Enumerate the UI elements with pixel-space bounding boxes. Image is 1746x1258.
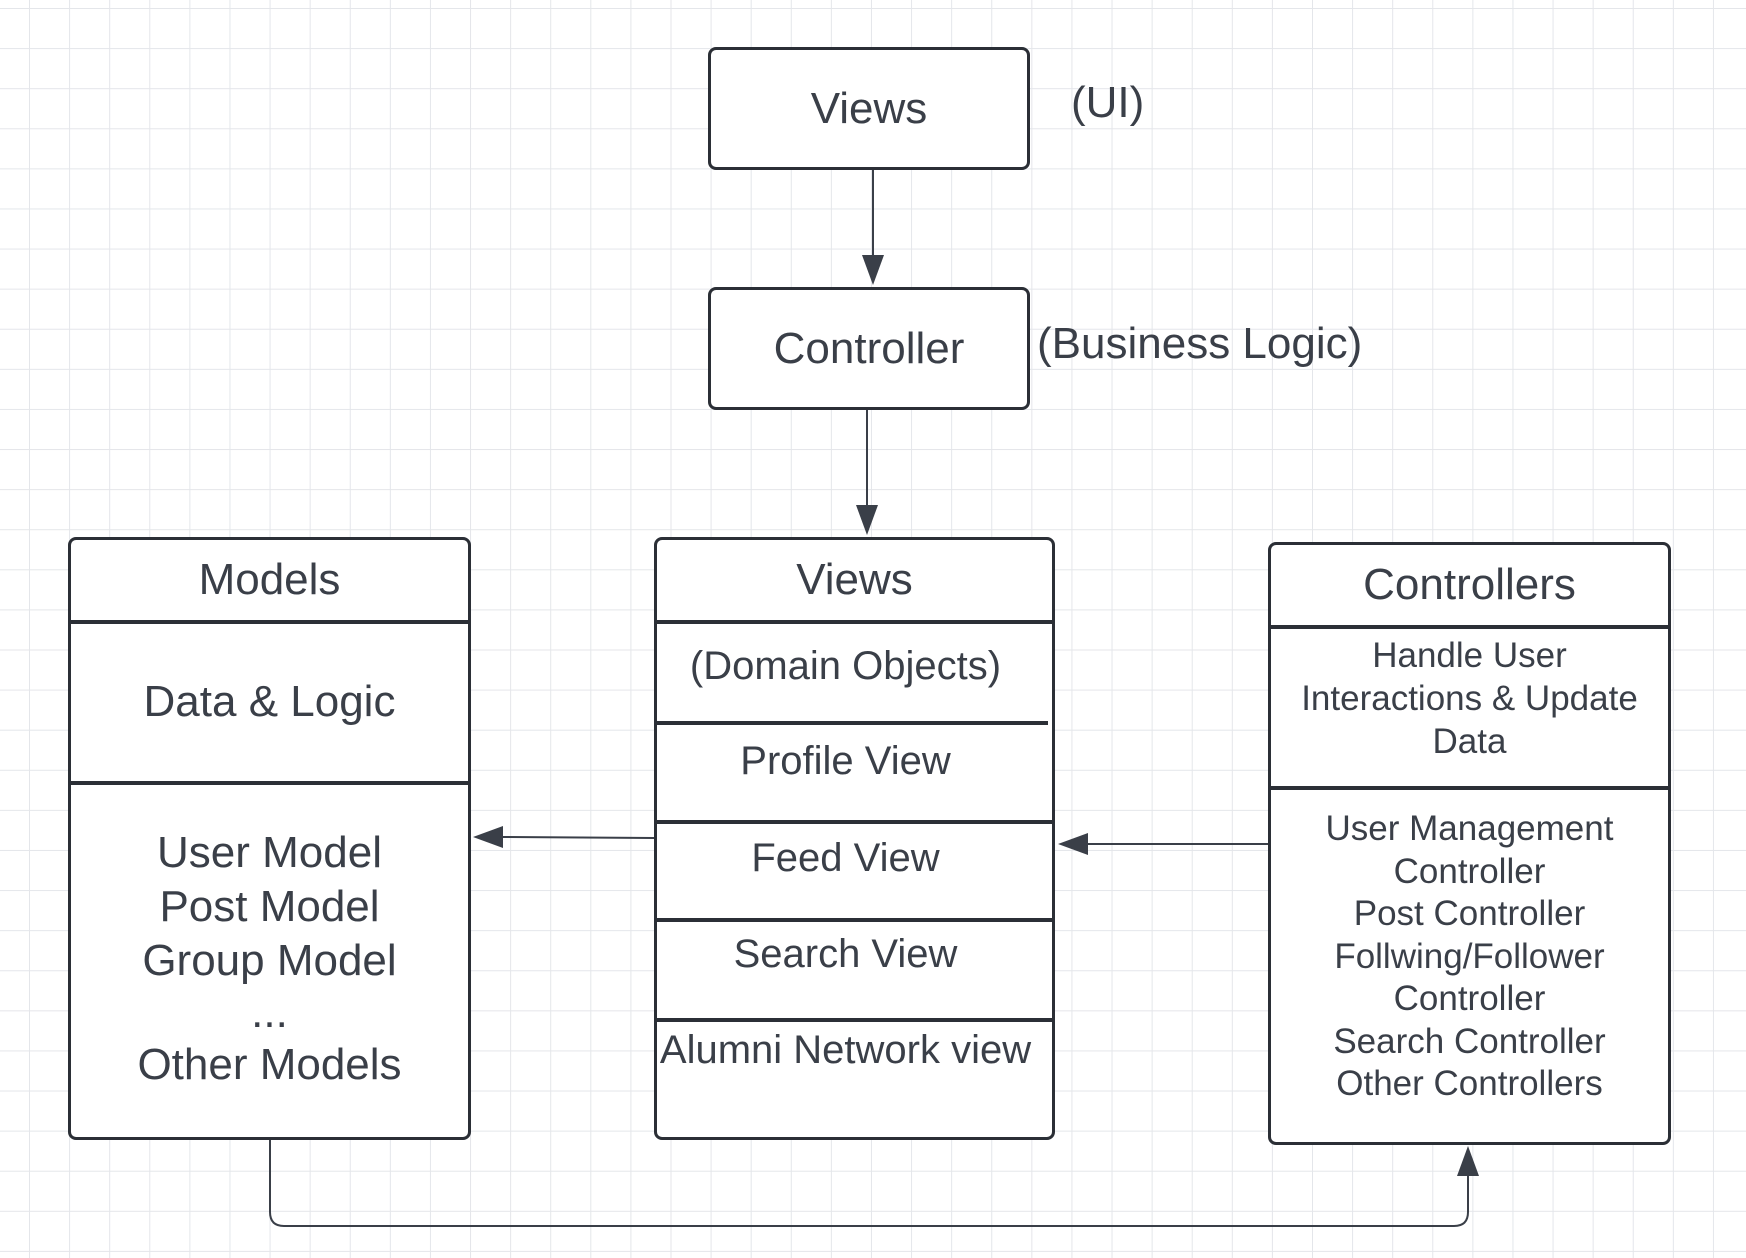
view-row-label: (Domain Objects) <box>689 644 1002 688</box>
divider <box>657 620 1052 624</box>
models-summary-text: Data & Logic <box>143 677 396 726</box>
controllers-summary-line: Data <box>1432 722 1507 761</box>
controllers-header-label: Controllers <box>1363 560 1576 609</box>
model-item: ... <box>251 988 288 1037</box>
views-row: Feed View <box>657 836 1034 881</box>
ui-note: (UI) <box>1071 78 1145 127</box>
view-row-label: Search View <box>733 932 958 976</box>
divider <box>657 721 1048 725</box>
view-row-label: Profile View <box>740 739 951 783</box>
arrowhead-down-views <box>856 505 878 535</box>
arrowhead-down-controller <box>862 255 884 285</box>
controller-item: Other Controllers <box>1336 1064 1603 1103</box>
business-logic-note: (Business Logic) <box>1037 319 1363 368</box>
arrow-models-to-controllers <box>269 1140 1469 1227</box>
views-header-label: Views <box>796 555 913 604</box>
controller-item: Post Controller <box>1353 894 1586 933</box>
controller-item: Search Controller <box>1333 1021 1606 1061</box>
models-header: Models <box>71 540 468 620</box>
model-item: Other Models <box>137 1040 402 1089</box>
arrowhead-left-views <box>1058 833 1088 855</box>
divider <box>71 620 468 624</box>
views-row: Alumni Network view <box>657 1028 1034 1073</box>
controllers-summary: Handle User Interactions & Update Data <box>1271 634 1668 763</box>
views-ui-label: Views <box>810 83 928 133</box>
models-summary: Data & Logic <box>71 624 468 780</box>
views-table: Views (Domain Objects) Profile View Feed… <box>654 537 1055 1140</box>
models-header-label: Models <box>198 555 341 604</box>
controller-item: Follwing/Follower <box>1334 936 1605 976</box>
views-row: (Domain Objects) <box>657 644 1034 689</box>
models-list: User Model Post Model Group Model ... Ot… <box>71 826 468 1092</box>
model-item: User Model <box>157 828 382 877</box>
controllers-summary-line: Handle User <box>1372 636 1567 675</box>
controller-item: Controller <box>1393 979 1546 1018</box>
controller-box: Controller <box>708 287 1030 410</box>
arrowhead-up-controllers <box>1457 1146 1479 1176</box>
divider <box>657 1018 1052 1022</box>
views-ui-box: Views <box>708 47 1030 170</box>
controllers-table: Controllers Handle User Interactions & U… <box>1268 542 1671 1145</box>
divider <box>1271 625 1668 629</box>
controller-label: Controller <box>773 323 965 373</box>
divider <box>1271 786 1668 790</box>
models-table: Models Data & Logic User Model Post Mode… <box>68 537 471 1140</box>
controllers-header: Controllers <box>1271 545 1668 625</box>
controller-item: Controller <box>1393 851 1546 891</box>
views-row: Profile View <box>657 739 1034 784</box>
view-row-label: Feed View <box>751 836 940 880</box>
divider <box>71 781 468 785</box>
views-header: Views <box>657 540 1052 620</box>
view-row-label: Alumni Network view <box>659 1028 1032 1072</box>
divider <box>657 820 1052 824</box>
divider <box>657 918 1052 922</box>
controllers-summary-line: Interactions & Update <box>1301 679 1638 718</box>
model-item: Group Model <box>142 936 397 985</box>
model-item: Post Model <box>159 882 380 931</box>
controllers-list: User Management Controller Post Controll… <box>1271 808 1668 1106</box>
views-row: Search View <box>657 932 1034 977</box>
arrow-views-to-models <box>499 836 655 839</box>
controller-item: User Management <box>1325 809 1614 848</box>
arrowhead-left-models <box>473 826 503 848</box>
